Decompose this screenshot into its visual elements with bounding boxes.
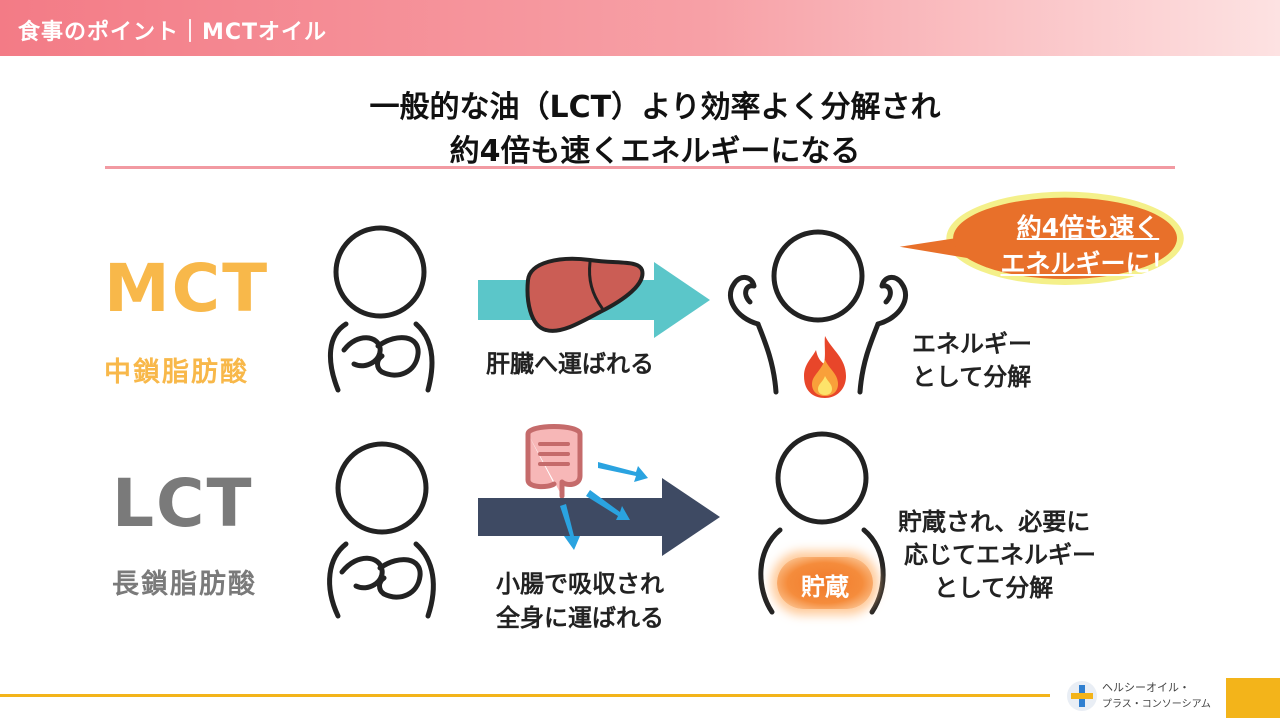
headline-line2: 約4倍も速くエネルギーになる [0, 126, 1280, 170]
header-title: 食事のポイント｜MCTオイル [18, 20, 328, 45]
mct-person-stomachache-icon [327, 225, 435, 393]
mct-result-line2: として分解 [912, 363, 1032, 391]
footer-logo-line2: プラス・コンソーシアム [1102, 699, 1211, 710]
lct-result-line1: 貯蔵され、必要に [898, 508, 1091, 536]
liver-icon [525, 256, 645, 333]
header-bar: 食事のポイント｜MCTオイル [0, 0, 1280, 56]
headline-line2-num: 4 [479, 134, 501, 169]
mct-label: MCT [104, 250, 270, 327]
mct-arrow-caption: 肝臓へ運ばれる [486, 350, 654, 378]
storage-badge [777, 557, 873, 609]
headline-line2-pre: 約 [449, 134, 480, 169]
intestine-icon [525, 424, 583, 498]
footer-line [0, 694, 1050, 697]
lct-sublabel: 長鎖脂肪酸 [112, 569, 257, 600]
lct-label: LCT [112, 465, 254, 542]
headline-divider [105, 166, 1175, 169]
lct-result-line3: として分解 [934, 574, 1054, 602]
lct-person-stomachache-icon [327, 441, 436, 619]
headline-line1: 一般的な油（LCT）より効率よく分解され [369, 90, 941, 125]
absorb-arrows-icon [560, 462, 648, 550]
bubble-line1: 約4倍も速く [1016, 213, 1160, 242]
lct-arrow-caption-line2: 全身に運ばれる [496, 604, 664, 632]
plus-logo-icon [1067, 681, 1097, 711]
mct-sublabel: 中鎖脂肪酸 [104, 357, 249, 388]
flame-icon [804, 336, 846, 398]
lct-person-belly-icon [758, 431, 886, 615]
lct-result-line2: 応じてエネルギー [904, 541, 1096, 569]
footer-logo-line1: ヘルシーオイル・ [1102, 681, 1190, 694]
speech-bubble [899, 191, 1184, 285]
lct-navy-arrow [478, 478, 720, 556]
mct-person-energetic-icon [727, 229, 909, 395]
bubble-line2: エネルギーに！ [1000, 249, 1176, 278]
footer-accent-box [1226, 678, 1280, 718]
mct-result-line1: エネルギー [912, 330, 1032, 358]
storage-badge-text: 貯蔵 [801, 573, 849, 601]
headline-line2-post: 倍も速くエネルギーになる [500, 134, 861, 169]
lct-arrow-caption-line1: 小腸で吸収され [496, 570, 664, 598]
